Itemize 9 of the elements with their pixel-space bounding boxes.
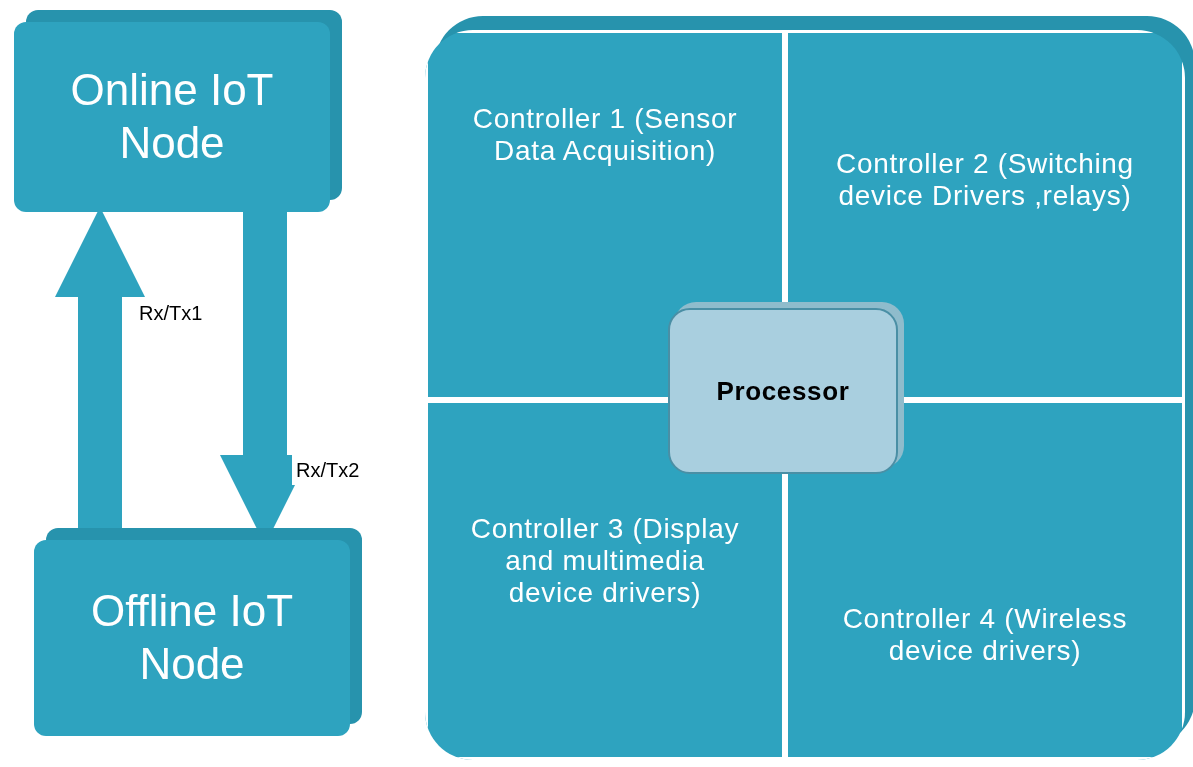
node-label: Online IoT Node: [69, 64, 275, 169]
controller-quadrant: [785, 400, 1185, 760]
controller-quadrant: [425, 400, 785, 760]
node-label: Offline IoT Node: [89, 585, 295, 690]
node-label: Controller 4 (Wireless device drivers): [841, 603, 1129, 668]
node-label: Controller 1 (Sensor Data Acquisition): [471, 103, 739, 168]
node-label: Controller 3 (Display and multimedia device drivers): [469, 513, 741, 610]
node-label: Controller 2 (Switching device Drivers ,relays): [835, 148, 1135, 213]
node-label: Processor: [716, 374, 850, 408]
